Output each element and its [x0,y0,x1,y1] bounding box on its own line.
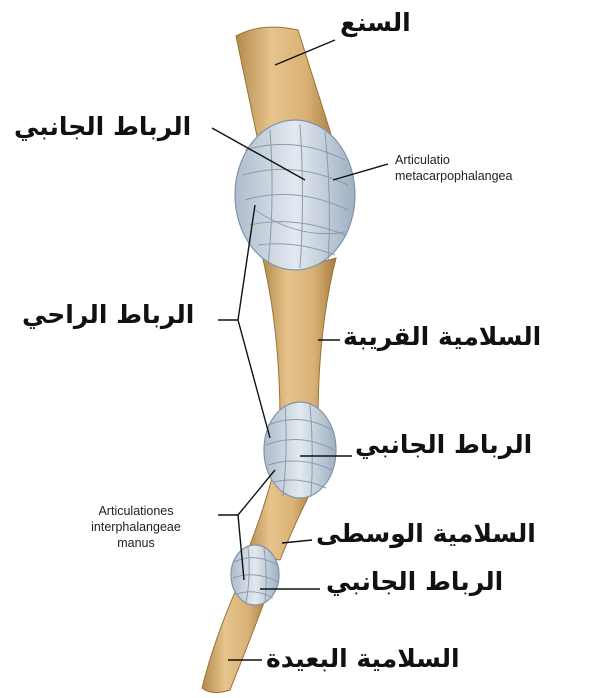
label-mcp-joint-line2: metacarpophalangea [395,169,512,184]
label-ip-joints-line3: manus [56,536,216,551]
label-ip-joints-line2: interphalangeae [56,520,216,535]
label-collateral-ligament-middle: الرباط الجانبي [355,430,532,460]
label-mcp-joint-line1: Articulatio [395,153,450,168]
label-distal-phalanx: السلامية البعيدة [266,644,460,674]
pip-joint-capsule [264,402,336,498]
label-ip-joints-line1: Articulationes [56,504,216,519]
proximal-phalanx-bone [262,255,336,420]
distal-phalanx-bone [202,590,268,693]
label-metacarpal: السنع [340,8,411,38]
label-collateral-ligament-upper: الرباط الجانبي [14,112,191,142]
label-palmar-ligament: الرباط الراحي [22,300,194,330]
label-proximal-phalanx: السلامية القريبة [343,322,541,352]
label-collateral-ligament-lower: الرباط الجانبي [326,567,503,597]
label-middle-phalanx: السلامية الوسطى [316,519,536,549]
